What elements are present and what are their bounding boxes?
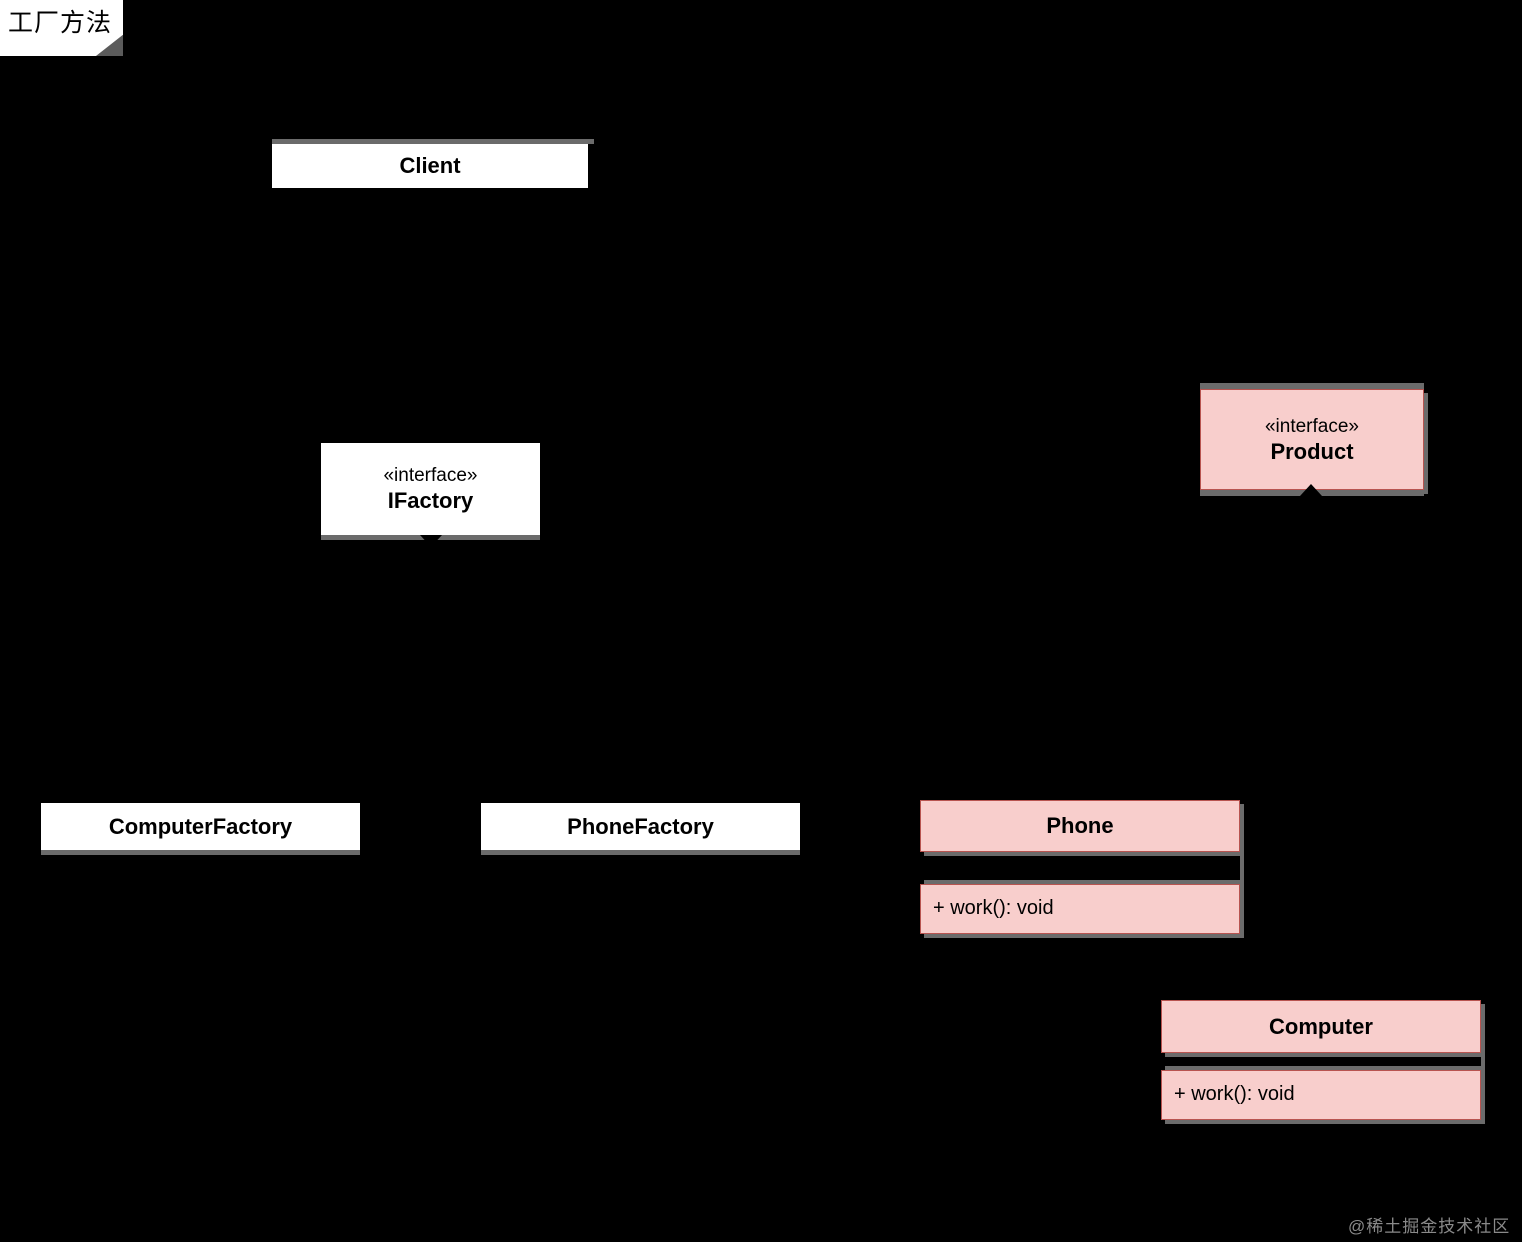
class-box-product-title: «interface» Product: [1201, 390, 1423, 489]
class-box-product-name: Product: [1270, 438, 1354, 464]
phonefactory-bottom-rule: [481, 850, 800, 855]
class-box-ifactory-title: «interface» IFactory: [322, 444, 539, 534]
product-bottom-connector-notch-icon: [1300, 484, 1322, 496]
class-box-phonefactory[interactable]: PhoneFactory: [481, 803, 800, 850]
class-box-client-title: Client: [273, 145, 587, 187]
watermark-label: @稀土掘金技术社区: [1348, 1217, 1511, 1236]
class-box-computer-frame: Computer + work(): void: [1161, 1000, 1485, 1120]
class-box-phone-attributes-compartment: [920, 851, 1244, 885]
class-box-computerfactory-name: ComputerFactory: [108, 813, 293, 839]
class-box-computer-method-0: + work(): void: [1174, 1083, 1295, 1105]
class-box-product-frame: «interface» Product: [1200, 389, 1424, 490]
class-box-ifactory-stereotype: «interface»: [383, 465, 478, 486]
product-top-rule: [1200, 383, 1424, 389]
class-box-phonefactory-frame: PhoneFactory: [481, 803, 800, 850]
class-box-computer[interactable]: Computer + work(): void: [1161, 1000, 1485, 1124]
class-box-client[interactable]: Client: [272, 144, 588, 188]
class-box-phone[interactable]: Phone + work(): void: [920, 800, 1244, 938]
note-label: 工厂方法: [8, 9, 113, 37]
class-box-ifactory-name: IFactory: [387, 488, 474, 513]
class-box-computerfactory[interactable]: ComputerFactory: [41, 803, 360, 850]
class-box-product[interactable]: «interface» Product: [1200, 389, 1428, 494]
class-box-phonefactory-title: PhoneFactory: [482, 804, 799, 849]
ifactory-bottom-connector-notch-icon: [420, 535, 442, 547]
class-box-client-name: Client: [399, 153, 461, 178]
class-box-client-frame: Client: [272, 144, 588, 188]
class-box-ifactory[interactable]: «interface» IFactory: [321, 443, 540, 535]
class-box-phonefactory-name: PhoneFactory: [567, 813, 714, 839]
class-box-computer-title: Computer: [1162, 1001, 1480, 1052]
class-box-phone-methods-compartment: + work(): void: [921, 883, 1239, 933]
computerfactory-bottom-rule: [41, 850, 360, 855]
client-top-rule: [272, 139, 594, 144]
class-box-phone-name: Phone: [1046, 813, 1114, 838]
class-box-product-stereotype: «interface»: [1264, 415, 1359, 437]
note-body: [0, 0, 123, 56]
class-box-ifactory-frame: «interface» IFactory: [321, 443, 540, 535]
class-box-phone-method-0: + work(): void: [933, 897, 1054, 919]
class-box-computer-methods-compartment: + work(): void: [1162, 1069, 1480, 1119]
class-box-phone-frame: Phone + work(): void: [920, 800, 1244, 934]
note-factory-method[interactable]: 工厂方法: [0, 0, 123, 56]
class-box-computerfactory-frame: ComputerFactory: [41, 803, 360, 850]
class-box-computer-attributes-compartment: [1161, 1052, 1485, 1071]
class-box-computer-name: Computer: [1269, 1013, 1373, 1039]
class-box-computerfactory-title: ComputerFactory: [42, 804, 359, 849]
class-box-phone-title: Phone: [921, 801, 1239, 851]
